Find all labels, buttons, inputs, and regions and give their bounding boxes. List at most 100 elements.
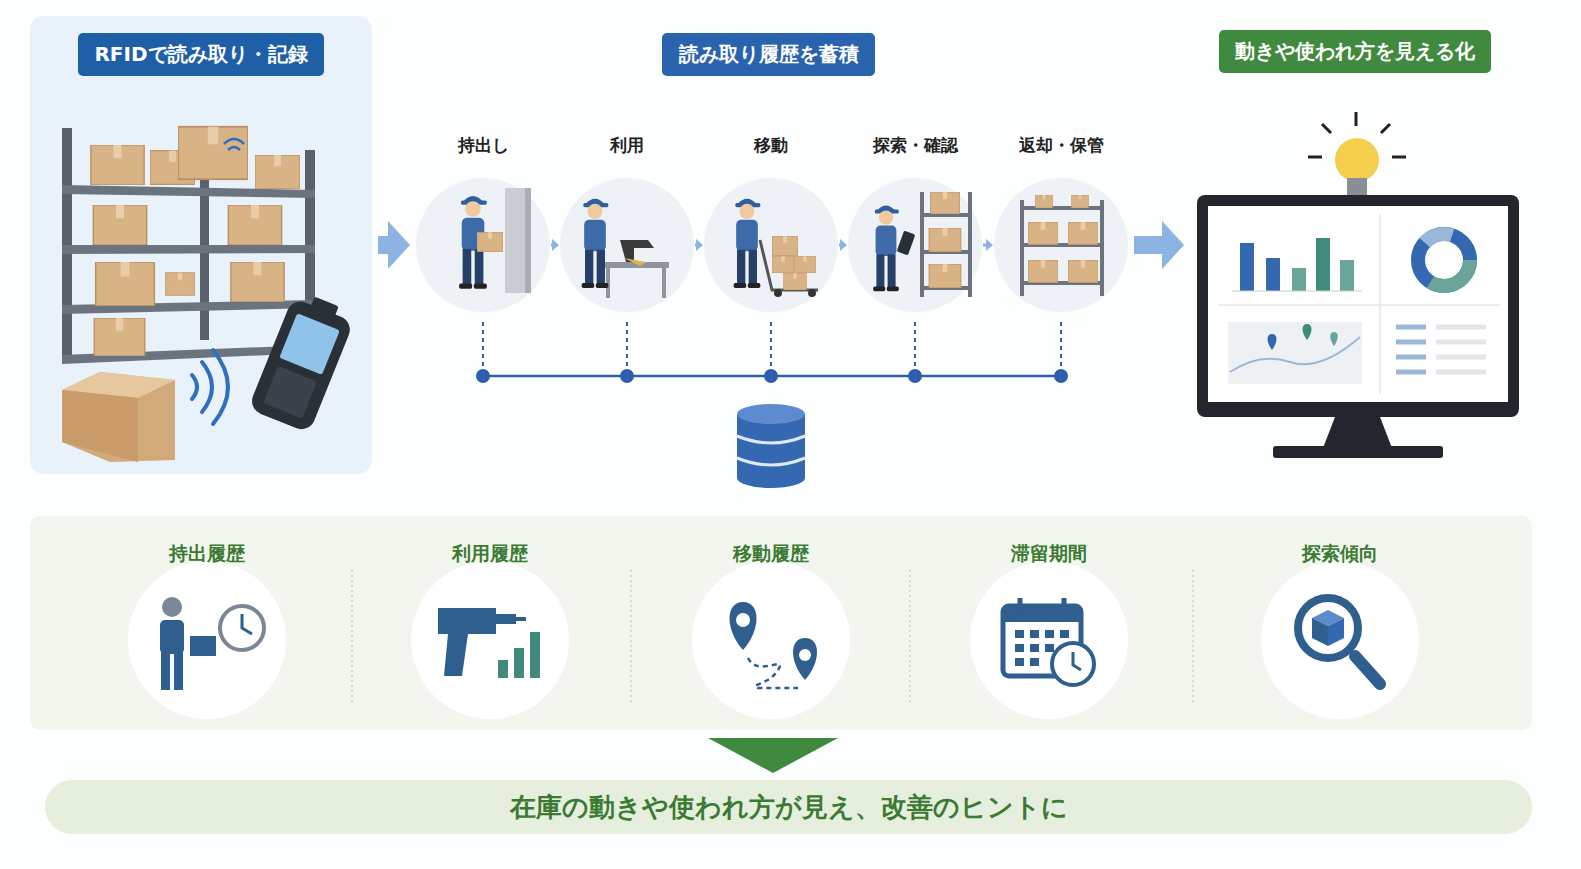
arrow-shape (1134, 221, 1184, 269)
hist-node: 探索傾向 (1261, 541, 1419, 719)
handheld-scanner-part (263, 366, 317, 419)
step-figures-part (734, 199, 761, 288)
step-figures-part (1068, 222, 1098, 245)
search-icon-part (1298, 598, 1358, 658)
monitor-part (1218, 214, 1500, 394)
history-label: 移動履歴 (672, 541, 870, 567)
calendar-icon-part (1020, 598, 1064, 614)
handheld-scanner (248, 289, 358, 433)
handheld-scanner-part (248, 297, 354, 433)
shelf-rack-part (231, 262, 284, 302)
monitor-part (1208, 206, 1508, 402)
step-figures-part (1020, 208, 1104, 283)
route-icon-part (799, 649, 811, 661)
step-figures-part (525, 188, 531, 293)
arrow-shape (551, 239, 559, 251)
drill-icon-part (498, 660, 508, 678)
step-figures-part (1071, 195, 1088, 208)
shelf-rack-part (96, 262, 155, 306)
timeline-part (764, 369, 778, 383)
history-band-part-part (128, 561, 286, 719)
calendar-icon-part-part (1015, 630, 1024, 638)
monitor (1197, 195, 1519, 458)
lightbulb (1308, 112, 1406, 196)
step-circles-part (704, 178, 838, 312)
donut-chart-part (1418, 234, 1470, 286)
calendar-icon-part-part (1045, 630, 1054, 638)
flow-arrow (378, 221, 410, 269)
shelf-rack-part (62, 128, 72, 360)
step-figures-part (477, 232, 503, 252)
step-figures-part (920, 192, 924, 297)
step-label: 利用 (560, 134, 694, 157)
map-part (1330, 332, 1338, 346)
calendar-icon (1003, 598, 1094, 685)
rfid-waves (192, 350, 228, 424)
map-part (1268, 334, 1277, 350)
bar-chart-part (1340, 260, 1354, 291)
drill-icon-part (496, 614, 516, 624)
summary-text: 在庫の動きや使われ方が見え、改善のヒントに (45, 780, 1532, 834)
rfid-waves-part (202, 362, 212, 412)
step-figures-part (505, 188, 527, 293)
drill-icon-part (438, 608, 496, 676)
calendar-icon-part-part (1030, 630, 1039, 638)
monitor-part (1197, 195, 1519, 417)
step-figures-part (1028, 222, 1058, 245)
calendar-icon-part-part (1030, 644, 1039, 652)
badge-label: 動きや使われ方を見える化 (1219, 30, 1491, 73)
bar-node: 在庫の動きや使われ方が見え、改善のヒントに (45, 780, 1532, 834)
step-figures-part (1035, 195, 1052, 208)
step-figures-part (873, 206, 899, 292)
heading-badge: 読み取り履歴を蓄積 (662, 33, 875, 76)
step-arrow (551, 239, 559, 251)
rfid-panel-node: RFIDで読み取り・記録 (30, 16, 372, 474)
hist-node: 持出履歴 (128, 541, 286, 719)
timeline-part (476, 369, 490, 383)
bar-chart (1232, 238, 1362, 291)
history-label: 滞留期間 (950, 541, 1148, 567)
route-icon-part (748, 658, 798, 688)
calendar-icon-part (1073, 652, 1081, 670)
history-band-part-part (1261, 561, 1419, 719)
badge-label: 読み取り履歴を蓄積 (662, 33, 875, 76)
donut-chart-part (1418, 234, 1470, 286)
calendar-icon-part-part (1060, 630, 1069, 638)
calendar-icon-part-part (1015, 658, 1024, 666)
shelf-rack-part (228, 205, 281, 245)
step-figures-part (794, 256, 816, 273)
carry-icon-part (161, 652, 170, 690)
donut-chart-part (1418, 234, 1470, 286)
rfid-panel-part (30, 16, 372, 474)
drill-icon-part (530, 632, 540, 678)
calendar-icon-part-part (1030, 658, 1039, 666)
step-label: 返却・保管 (994, 134, 1128, 157)
step-figures-part (929, 264, 961, 288)
database-icon-part (737, 468, 805, 488)
step-circles (416, 178, 1128, 312)
carry-icon (160, 597, 264, 690)
step-label: 探索・確認 (848, 134, 982, 157)
carry-icon-part (162, 597, 182, 617)
database-icon (737, 404, 805, 488)
carry-icon-part (174, 652, 183, 690)
step-label: 持出し (416, 134, 550, 157)
timeline-part (483, 322, 1061, 370)
drill-icon (438, 608, 540, 678)
history-label: 探索傾向 (1241, 541, 1439, 567)
hist-node: 滞留期間 (970, 541, 1128, 719)
shelf-rack-part (91, 145, 144, 185)
down-chevron (708, 738, 838, 773)
history-band-part-part (970, 561, 1128, 719)
route-icon (730, 602, 818, 688)
shelf-rack-part (178, 127, 248, 180)
step-node: 移動 (704, 134, 838, 312)
route-icon-part (736, 613, 750, 627)
search-icon (1298, 598, 1380, 684)
step-circles-part (994, 178, 1128, 312)
bar-chart-part (1240, 243, 1254, 291)
history-band-part-part (411, 561, 569, 719)
step-node: 返却・保管 (994, 134, 1128, 312)
step-node: 持出し (416, 134, 550, 312)
